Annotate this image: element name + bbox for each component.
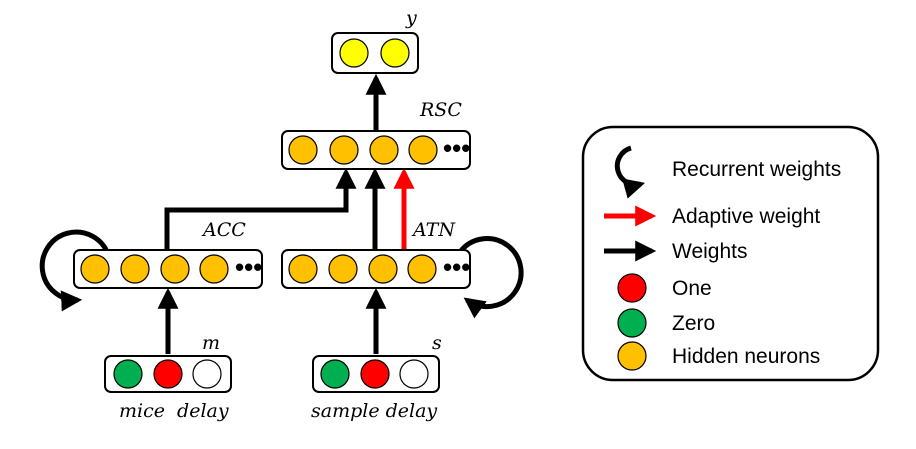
hidden-neuron-icon	[617, 341, 647, 371]
weight-acc-to-rsc	[164, 167, 357, 252]
recurrent-weight-acc	[39, 229, 111, 312]
one-icon	[617, 273, 647, 303]
layer-s-caption: sample delay	[311, 400, 437, 422]
layer-rsc: ••• RSC	[281, 99, 471, 170]
hidden-neuron	[368, 254, 398, 284]
recurrent-weight-atn	[458, 236, 524, 319]
hidden-neuron	[160, 254, 190, 284]
hidden-neuron	[80, 254, 110, 284]
layer-rsc-label: RSC	[419, 99, 462, 121]
one-neuron	[360, 359, 390, 389]
legend-one-label: One	[672, 277, 712, 300]
hidden-neuron	[288, 135, 318, 165]
ellipsis: •••	[443, 252, 470, 282]
hidden-neuron	[369, 135, 399, 165]
legend-box	[581, 125, 880, 382]
layer-acc-label: ACC	[201, 219, 246, 241]
layer-s-label: s	[432, 332, 442, 354]
hidden-neuron	[408, 135, 438, 165]
layer-y: y	[331, 7, 419, 74]
legend-zero-label: Zero	[672, 312, 715, 335]
hidden-neuron	[407, 254, 437, 284]
hidden-neuron	[199, 254, 229, 284]
output-neuron	[380, 38, 410, 68]
legend-adaptive-label: Adaptive weight	[672, 205, 820, 228]
ellipsis: •••	[443, 133, 470, 163]
layer-s: s sample delay	[311, 332, 442, 422]
empty-neuron	[399, 359, 429, 389]
layer-y-label: y	[405, 7, 417, 29]
layer-m-label: m	[202, 332, 220, 354]
one-neuron	[153, 359, 183, 389]
zero-icon	[617, 308, 647, 338]
zero-neuron	[113, 359, 143, 389]
connections	[39, 73, 524, 354]
legend-hidden-label: Hidden neurons	[672, 345, 820, 368]
layer-m-caption: mice delay	[119, 400, 229, 422]
hidden-neuron	[288, 254, 318, 284]
empty-neuron	[192, 359, 222, 389]
legend-weights-label: Weights	[672, 240, 747, 263]
hidden-neuron	[120, 254, 150, 284]
layer-atn: ••• ATN	[281, 219, 471, 289]
legend-recurrent-label: Recurrent weights	[672, 158, 841, 181]
layer-acc: ••• ACC	[73, 219, 263, 289]
recurrent-weights-icon	[614, 145, 646, 199]
layer-m: m mice delay	[104, 332, 232, 422]
hidden-neuron	[328, 254, 358, 284]
legend: Recurrent weights Adaptive weight Weight…	[581, 125, 880, 382]
hidden-neuron	[329, 135, 359, 165]
output-neuron	[339, 38, 369, 68]
layer-atn-label: ATN	[411, 219, 456, 241]
ellipsis: •••	[235, 252, 262, 282]
zero-neuron	[320, 359, 350, 389]
